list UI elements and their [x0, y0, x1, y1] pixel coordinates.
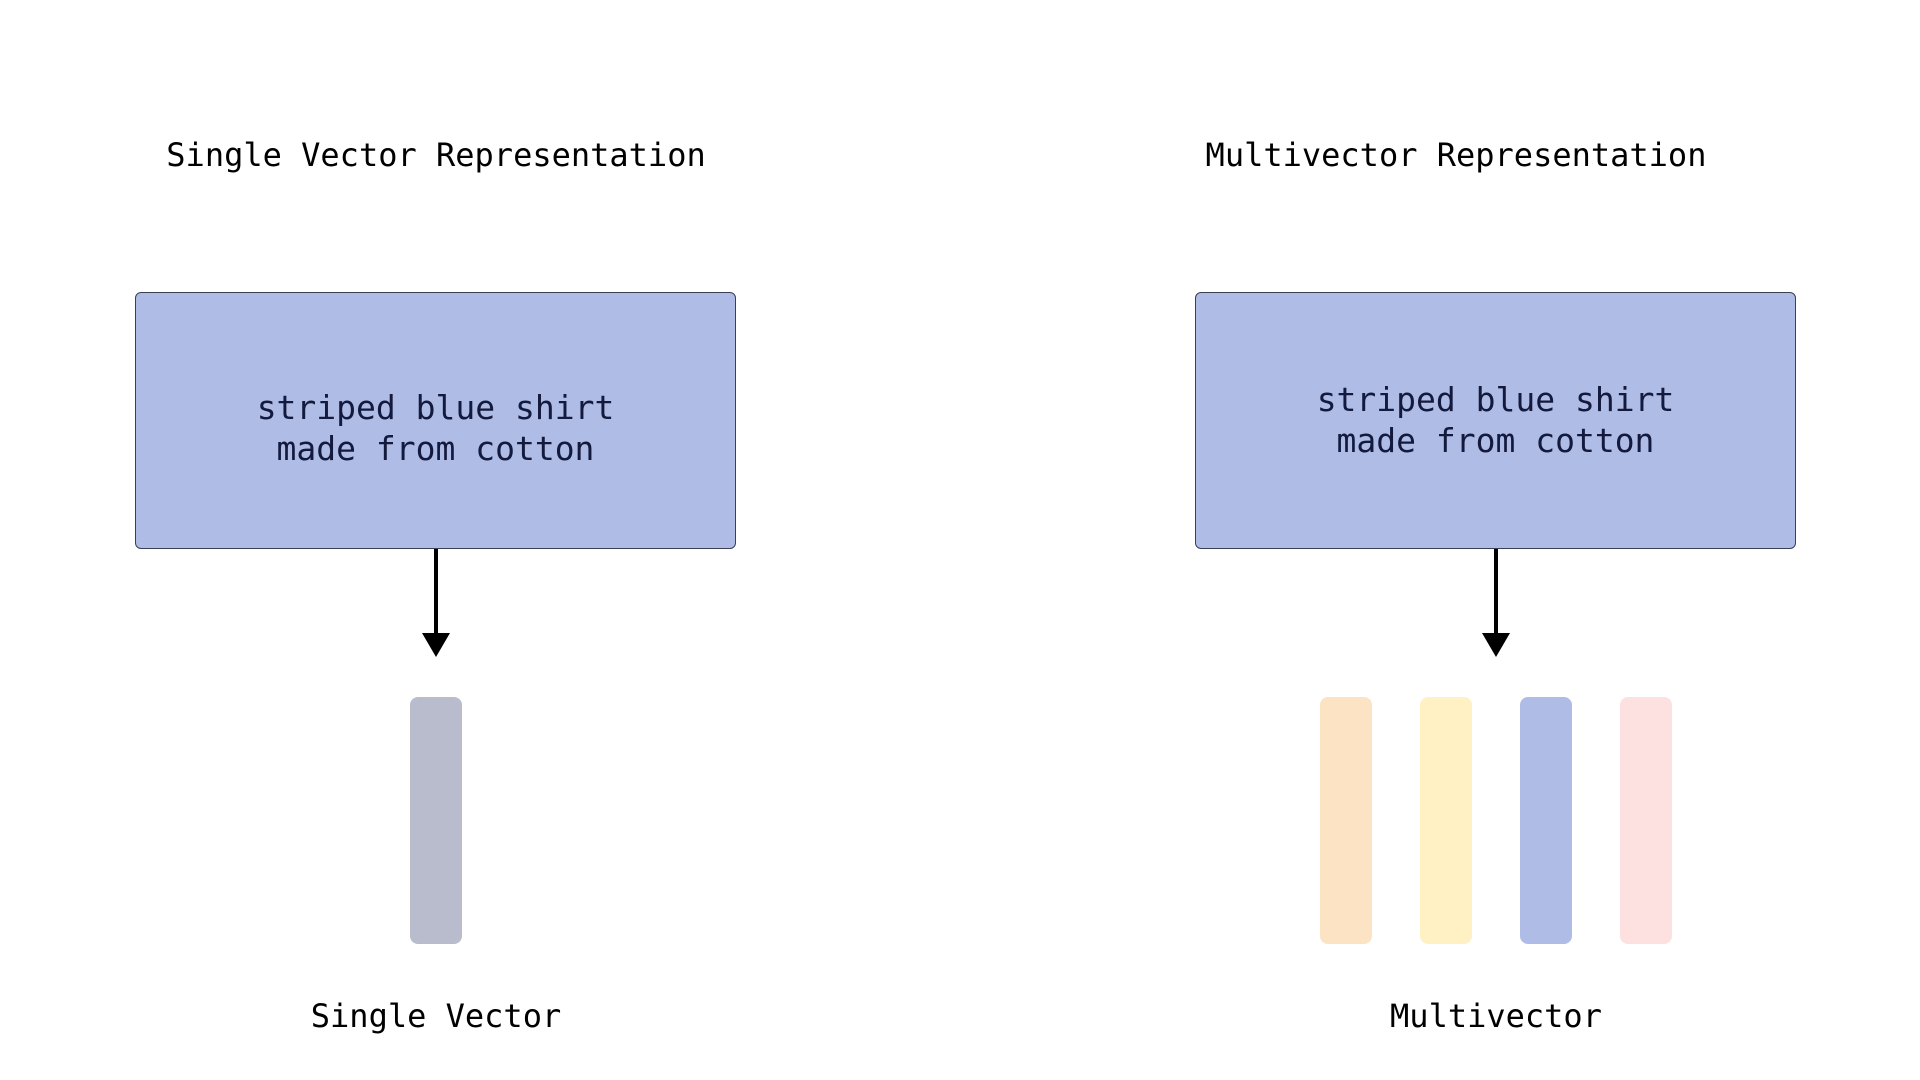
- multivector-bar-2: [1420, 697, 1472, 944]
- multivector-caption: Multivector: [1390, 997, 1602, 1035]
- single-vector-input-box: striped blue shirt made from cotton: [135, 292, 736, 549]
- multivector-panel: Multivector Representation striped blue …: [960, 0, 1920, 1080]
- multivector-bar-4: [1620, 697, 1672, 944]
- multivector-input-box: striped blue shirt made from cotton: [1195, 292, 1796, 549]
- multivector-input-text: striped blue shirt made from cotton: [1316, 379, 1675, 460]
- single-vector-input-text: striped blue shirt made from cotton: [256, 387, 615, 468]
- single-vector-arrow-icon: [422, 549, 450, 657]
- multivector-heading: Multivector Representation: [1205, 136, 1707, 174]
- single-vector-caption: Single Vector: [310, 997, 562, 1035]
- multivector-bar-1: [1320, 697, 1372, 944]
- single-vector-bar-1: [410, 697, 462, 944]
- multivector-bar-3: [1520, 697, 1572, 944]
- single-vector-panel: Single Vector Representation striped blu…: [135, 136, 736, 1035]
- multivector-arrow-icon: [1482, 549, 1510, 657]
- single-vector-heading: Single Vector Representation: [166, 136, 706, 174]
